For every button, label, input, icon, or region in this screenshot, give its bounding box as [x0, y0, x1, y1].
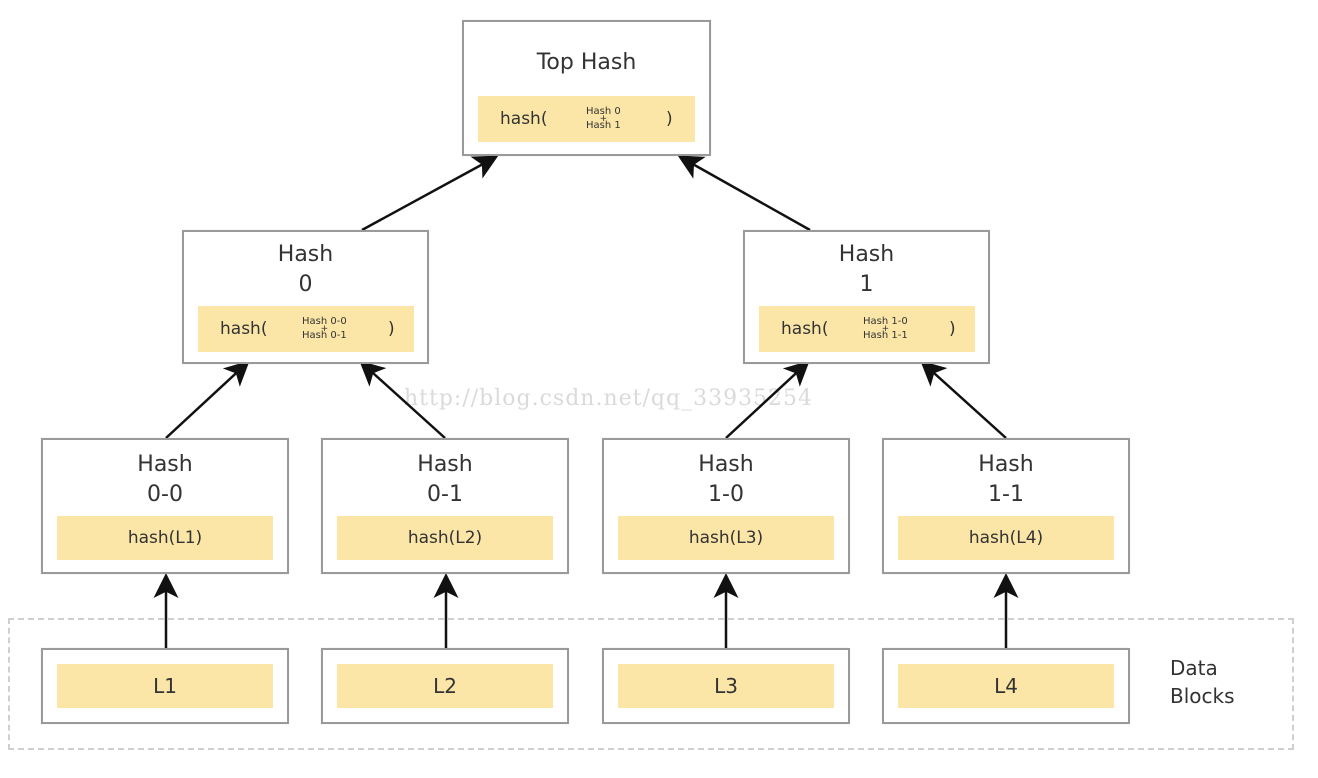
- top-hash-input-1: Hash 0: [586, 106, 621, 117]
- data-blocks-region: [8, 618, 1294, 750]
- hash-1-inputs: Hash 1-0 + Hash 1-1: [863, 316, 908, 342]
- watermark-text: http://blog.csdn.net/qq_33935254: [404, 386, 814, 411]
- hash-1-0-node: Hash 1-0 hash(L3): [602, 438, 850, 574]
- hash-1-0-formula: hash(L3): [618, 516, 834, 560]
- hash-0-formula: hash( Hash 0-0 + Hash 0-1 ): [198, 306, 414, 352]
- hash-1-1-title-2: 1-1: [988, 482, 1024, 507]
- data-block-l1-label: L1: [57, 664, 273, 708]
- arrow-h10-to-h1: [725, 360, 810, 439]
- hash-0-title-1: Hash: [277, 242, 334, 267]
- data-block-l1: L1: [41, 648, 289, 724]
- hash-0-plus: +: [320, 324, 329, 334]
- hash-1-0-title-2: 1-0: [708, 482, 744, 507]
- data-blocks-label-line-1: Data: [1170, 656, 1218, 680]
- hash-1-0-title-1: Hash: [698, 452, 754, 477]
- top-hash-title: Top Hash: [536, 50, 637, 75]
- top-hash-plus: +: [599, 114, 608, 124]
- hash-0-node: Hash 0 hash( Hash 0-0 + Hash 0-1 ): [182, 230, 429, 364]
- top-hash-close: ): [666, 109, 673, 129]
- hash-1-title-2: 1: [859, 272, 874, 297]
- hash-0-input-1: Hash 0-0: [302, 316, 347, 327]
- data-block-l4-label: L4: [898, 664, 1114, 708]
- hash-0-1-title-1: Hash: [417, 452, 473, 477]
- hash-0-fn: hash(: [220, 319, 268, 339]
- top-hash-input-2: Hash 1: [586, 120, 621, 131]
- arrow-h11-to-h1: [920, 360, 1007, 439]
- data-block-l4: L4: [882, 648, 1130, 724]
- hash-0-1-title-2: 0-1: [427, 482, 463, 507]
- arrow-h01-to-h0: [359, 360, 446, 439]
- data-blocks-label-line-2: Blocks: [1170, 684, 1235, 708]
- hash-1-close: ): [949, 319, 956, 339]
- hash-1-1-node: Hash 1-1 hash(L4): [882, 438, 1130, 574]
- hash-1-node: Hash 1 hash( Hash 1-0 + Hash 1-1 ): [743, 230, 990, 364]
- hash-1-title-1: Hash: [838, 242, 895, 267]
- hash-1-input-2: Hash 1-1: [863, 330, 908, 341]
- data-blocks-label: Data Blocks: [1170, 654, 1235, 710]
- hash-1-plus: +: [881, 324, 890, 334]
- top-hash-node: Top Hash hash( Hash 0 + Hash 1 ): [462, 20, 711, 156]
- hash-0-0-node: Hash 0-0 hash(L1): [41, 438, 289, 574]
- data-block-l2: L2: [321, 648, 569, 724]
- hash-0-close: ): [388, 319, 395, 339]
- hash-0-input-2: Hash 0-1: [302, 330, 347, 341]
- data-block-l2-label: L2: [337, 664, 553, 708]
- data-block-l3-label: L3: [618, 664, 834, 708]
- arrow-h0-to-top: [361, 155, 499, 232]
- hash-0-1-formula: hash(L2): [337, 516, 553, 560]
- hash-1-1-formula: hash(L4): [898, 516, 1114, 560]
- top-hash-inputs: Hash 0 + Hash 1: [586, 106, 621, 132]
- hash-0-0-title-2: 0-0: [147, 482, 183, 507]
- top-hash-fn: hash(: [500, 109, 548, 129]
- hash-1-formula: hash( Hash 1-0 + Hash 1-1 ): [759, 306, 975, 352]
- arrow-h1-to-top: [677, 155, 811, 232]
- hash-1-1-title-1: Hash: [978, 452, 1034, 477]
- hash-0-0-formula: hash(L1): [57, 516, 273, 560]
- data-block-l3: L3: [602, 648, 850, 724]
- hash-0-1-node: Hash 0-1 hash(L2): [321, 438, 569, 574]
- arrow-h00-to-h0: [165, 360, 250, 439]
- hash-0-title-2: 0: [298, 272, 313, 297]
- hash-1-fn: hash(: [781, 319, 829, 339]
- hash-0-inputs: Hash 0-0 + Hash 0-1: [302, 316, 347, 342]
- hash-0-0-title-1: Hash: [137, 452, 193, 477]
- hash-1-input-1: Hash 1-0: [863, 316, 908, 327]
- top-hash-formula: hash( Hash 0 + Hash 1 ): [478, 96, 695, 142]
